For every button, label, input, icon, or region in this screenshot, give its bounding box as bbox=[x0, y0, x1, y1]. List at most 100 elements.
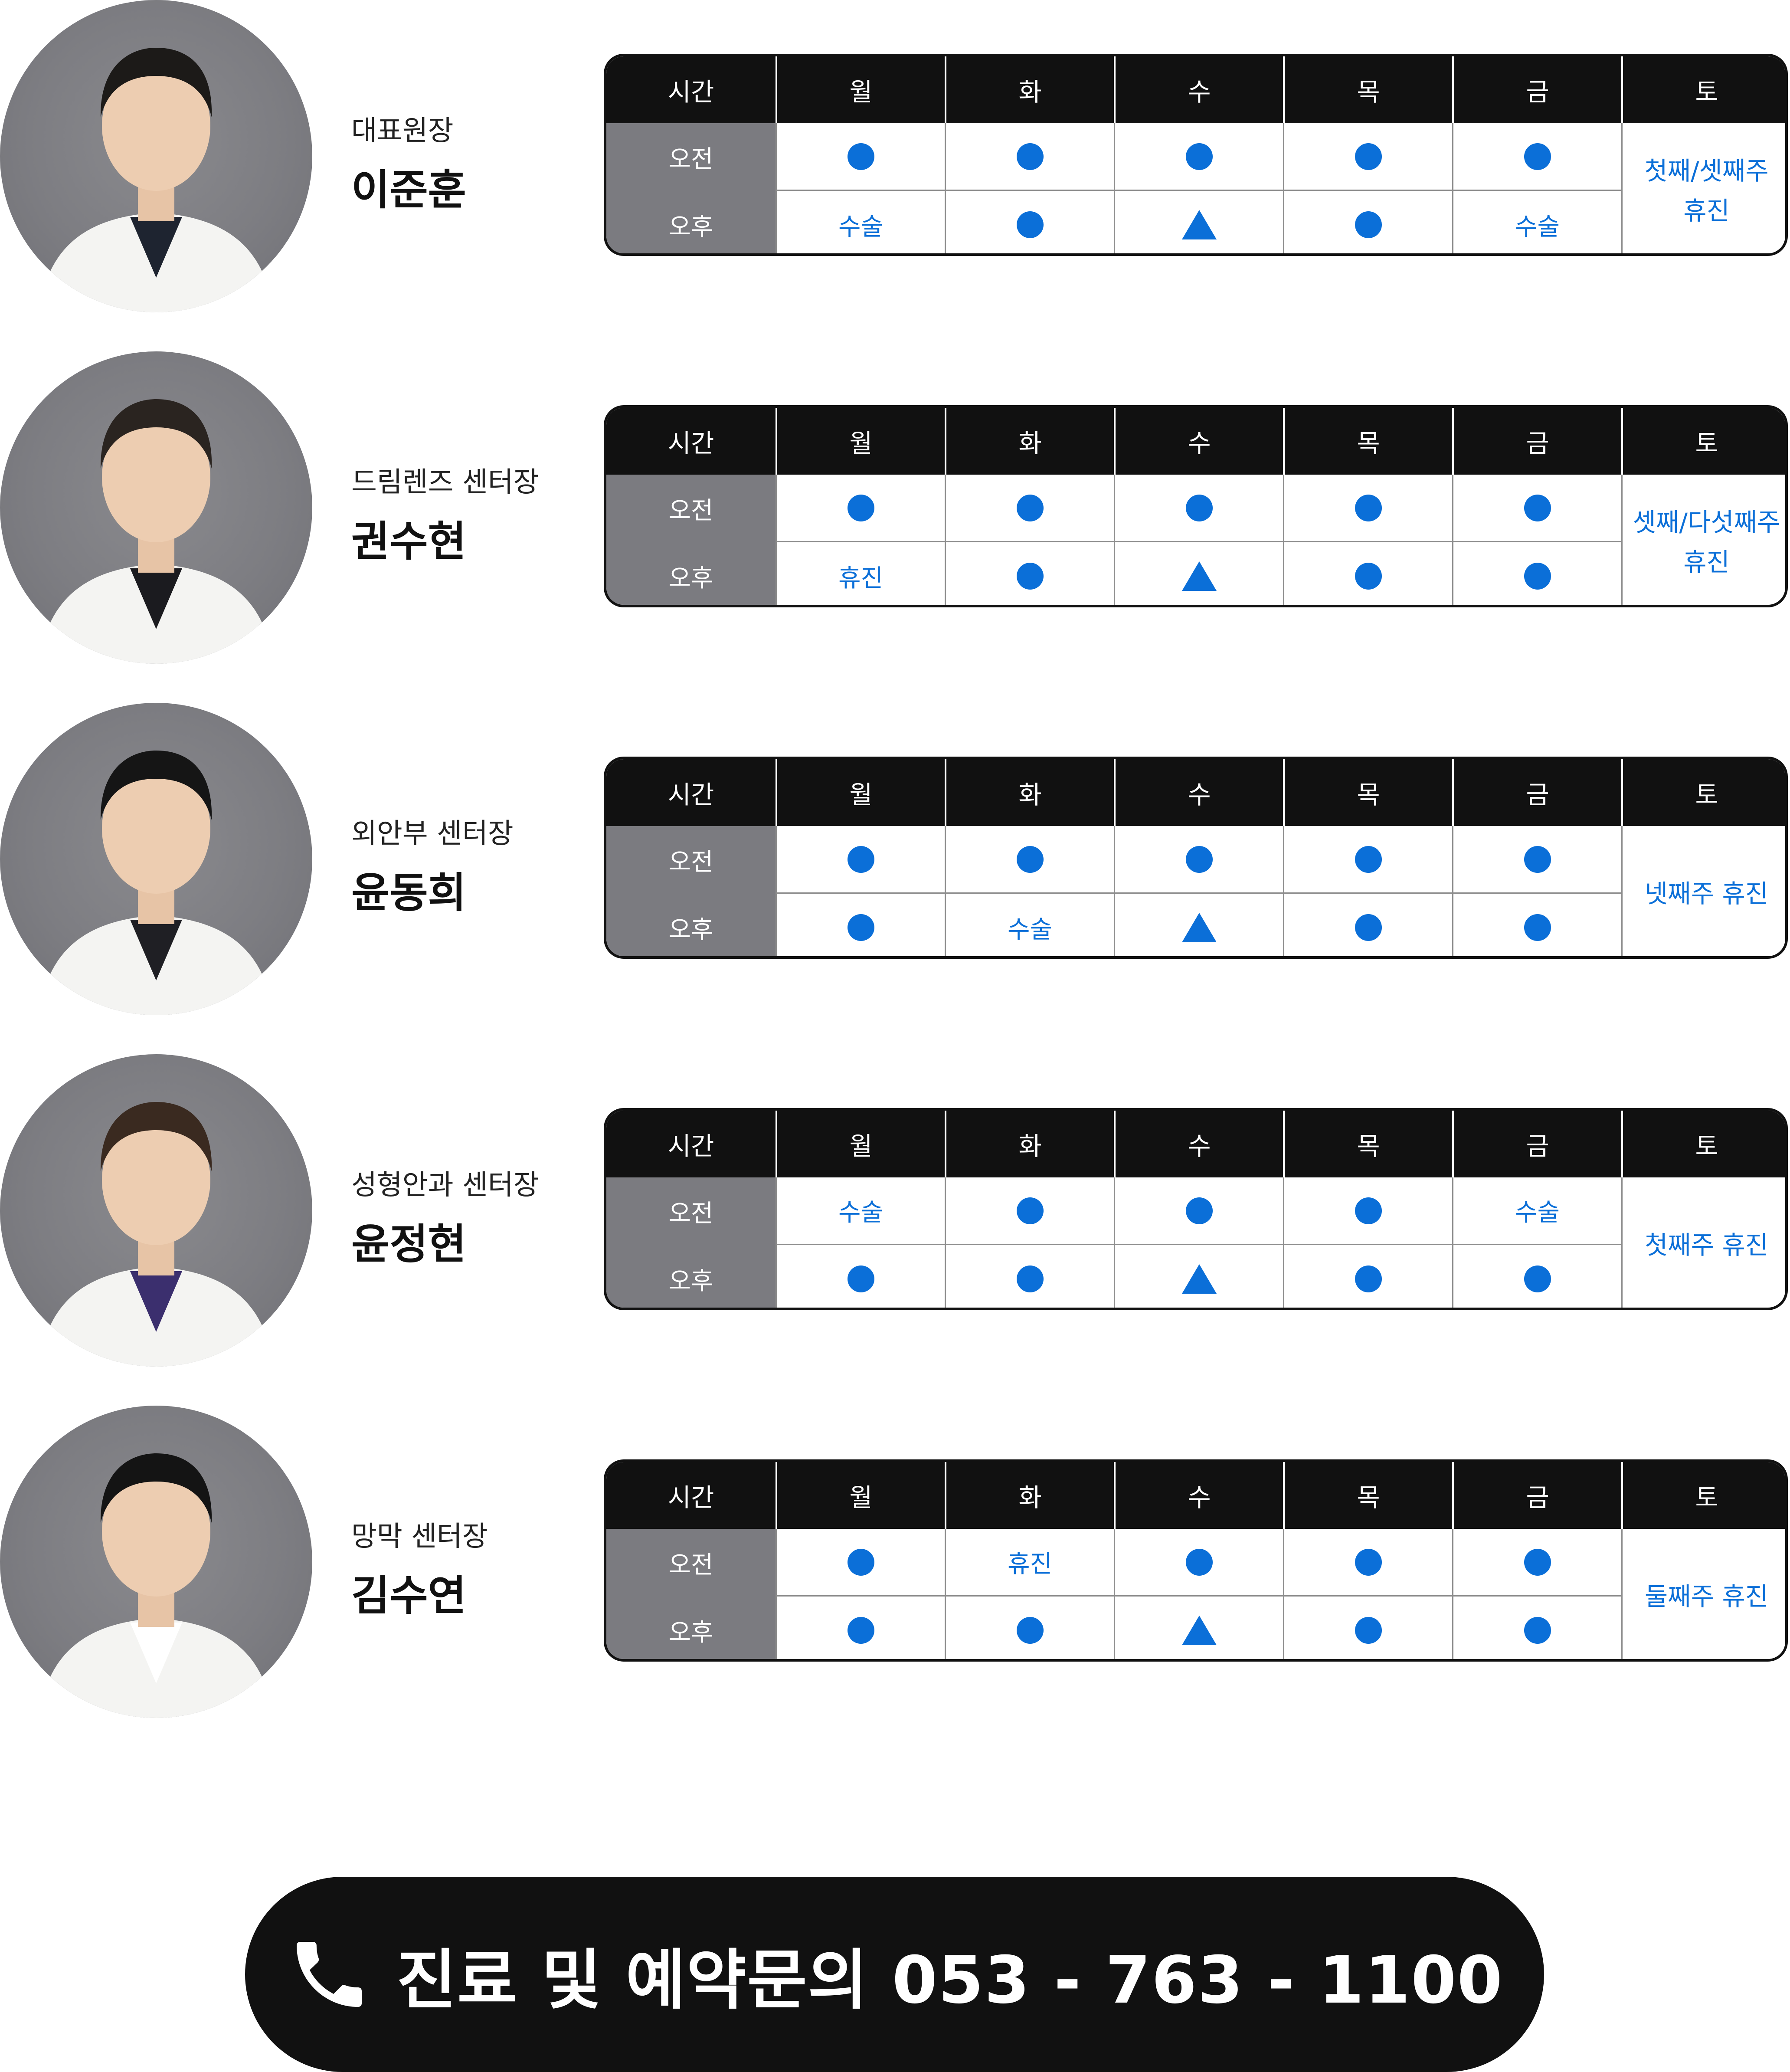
time-column bbox=[606, 826, 776, 956]
circle-icon bbox=[1524, 914, 1551, 941]
circle-icon bbox=[1524, 1265, 1551, 1292]
schedule-cell-open bbox=[1283, 191, 1452, 253]
circle-icon bbox=[1355, 143, 1382, 170]
doctor-role: 성형안과 센터장 bbox=[351, 1169, 539, 1201]
schedule-cell-text: 휴진 bbox=[776, 542, 945, 605]
circle-icon bbox=[1355, 1197, 1382, 1224]
time-column bbox=[606, 1177, 776, 1308]
schedule-cell-text: 수술 bbox=[1452, 191, 1621, 253]
header-day: 금 bbox=[1452, 408, 1621, 475]
schedule-cell-open bbox=[1283, 894, 1452, 956]
doctor-photo bbox=[0, 351, 312, 664]
header-day: 토 bbox=[1621, 759, 1785, 826]
schedule-cell-partial bbox=[1114, 1597, 1283, 1659]
schedule-cell-open bbox=[1452, 475, 1621, 542]
schedule-cell-open bbox=[1114, 123, 1283, 191]
saturday-note: 첫째주 휴진 bbox=[1621, 1177, 1785, 1308]
doctor-photo bbox=[0, 1054, 312, 1367]
time-column bbox=[606, 475, 776, 605]
schedule-cell-open bbox=[1283, 1597, 1452, 1659]
schedule-cell-open bbox=[1452, 894, 1621, 956]
schedule-cell-open bbox=[945, 1245, 1114, 1308]
circle-icon bbox=[1185, 1197, 1213, 1224]
circle-icon bbox=[1355, 1548, 1382, 1576]
schedule-cell-open bbox=[776, 475, 945, 542]
circle-icon bbox=[1524, 494, 1551, 521]
afternoon-label: 오후 bbox=[668, 1267, 713, 1295]
header-time: 시간 bbox=[668, 77, 714, 107]
header-time: 시간 bbox=[668, 780, 714, 810]
reservation-call-label: 진료 및 예약문의 053 - 763 - 1100 bbox=[396, 1942, 1503, 2018]
circle-icon bbox=[847, 1548, 874, 1576]
time-column bbox=[606, 1529, 776, 1659]
schedule-cell-text: 수술 bbox=[776, 1177, 945, 1245]
circle-icon bbox=[1016, 143, 1044, 170]
circle-icon bbox=[1185, 494, 1213, 521]
schedule-cell-partial bbox=[1114, 894, 1283, 956]
header-day: 목 bbox=[1283, 1462, 1452, 1529]
circle-icon bbox=[1016, 846, 1044, 873]
doctor-photo bbox=[0, 1406, 312, 1718]
header-day: 금 bbox=[1452, 56, 1621, 123]
schedule-cell-open bbox=[1452, 826, 1621, 894]
header-day: 수 bbox=[1114, 1462, 1283, 1529]
schedule-header-row bbox=[606, 759, 1785, 826]
header-day: 수 bbox=[1114, 408, 1283, 475]
circle-icon bbox=[847, 494, 874, 521]
circle-icon bbox=[1355, 563, 1382, 590]
header-day: 토 bbox=[1621, 408, 1785, 475]
header-day: 목 bbox=[1283, 56, 1452, 123]
triangle-icon bbox=[1181, 1264, 1217, 1294]
circle-icon bbox=[1016, 494, 1044, 521]
circle-icon bbox=[1016, 1265, 1044, 1292]
circle-icon bbox=[1355, 846, 1382, 873]
schedule-cell-open bbox=[1283, 475, 1452, 542]
reservation-call-button[interactable]: 진료 및 예약문의 053 - 763 - 1100 bbox=[245, 1877, 1544, 2072]
doctor-photo bbox=[0, 703, 312, 1015]
triangle-icon bbox=[1181, 913, 1217, 942]
schedule-cell-open bbox=[1114, 1529, 1283, 1597]
header-day: 금 bbox=[1452, 1111, 1621, 1177]
schedule-cell-open bbox=[1283, 1529, 1452, 1597]
triangle-icon bbox=[1181, 561, 1217, 591]
schedule-cell-open bbox=[1283, 1245, 1452, 1308]
schedule-cell-open bbox=[1283, 123, 1452, 191]
schedule-cell-open bbox=[945, 123, 1114, 191]
circle-icon bbox=[1355, 1265, 1382, 1292]
schedule-cell-partial bbox=[1114, 191, 1283, 253]
afternoon-label: 오후 bbox=[668, 213, 713, 241]
circle-icon bbox=[1016, 1197, 1044, 1224]
circle-icon bbox=[1185, 143, 1213, 170]
schedule-cell-text: 수술 bbox=[776, 191, 945, 253]
circle-icon bbox=[1016, 563, 1044, 590]
schedule-cell-open bbox=[945, 1177, 1114, 1245]
schedule-cell-open bbox=[1452, 1529, 1621, 1597]
header-day: 토 bbox=[1621, 1462, 1785, 1529]
header-day: 목 bbox=[1283, 759, 1452, 826]
circle-icon bbox=[1355, 494, 1382, 521]
doctor-role: 드림렌즈 센터장 bbox=[351, 466, 539, 498]
circle-icon bbox=[1185, 1548, 1213, 1576]
saturday-note: 둘째주 휴진 bbox=[1621, 1529, 1785, 1659]
saturday-note: 첫째/셋째주 휴진 bbox=[1621, 123, 1785, 253]
schedule-cell-open bbox=[1114, 1177, 1283, 1245]
triangle-icon bbox=[1181, 210, 1217, 239]
schedule-cell-open bbox=[945, 826, 1114, 894]
circle-icon bbox=[847, 143, 874, 170]
header-day: 목 bbox=[1283, 1111, 1452, 1177]
schedule-cell-open bbox=[1452, 1245, 1621, 1308]
header-day: 수 bbox=[1114, 56, 1283, 123]
schedule-cell-text: 수술 bbox=[945, 894, 1114, 956]
afternoon-label: 오후 bbox=[668, 564, 713, 593]
schedule-cell-open bbox=[1114, 826, 1283, 894]
circle-icon bbox=[1524, 563, 1551, 590]
schedule-cell-text: 수술 bbox=[1452, 1177, 1621, 1245]
schedule-cell-open bbox=[1452, 123, 1621, 191]
schedule-cell-open bbox=[776, 826, 945, 894]
schedule-header-row bbox=[606, 1111, 1785, 1177]
header-day: 월 bbox=[776, 1462, 945, 1529]
schedule-cell-open bbox=[1283, 1177, 1452, 1245]
